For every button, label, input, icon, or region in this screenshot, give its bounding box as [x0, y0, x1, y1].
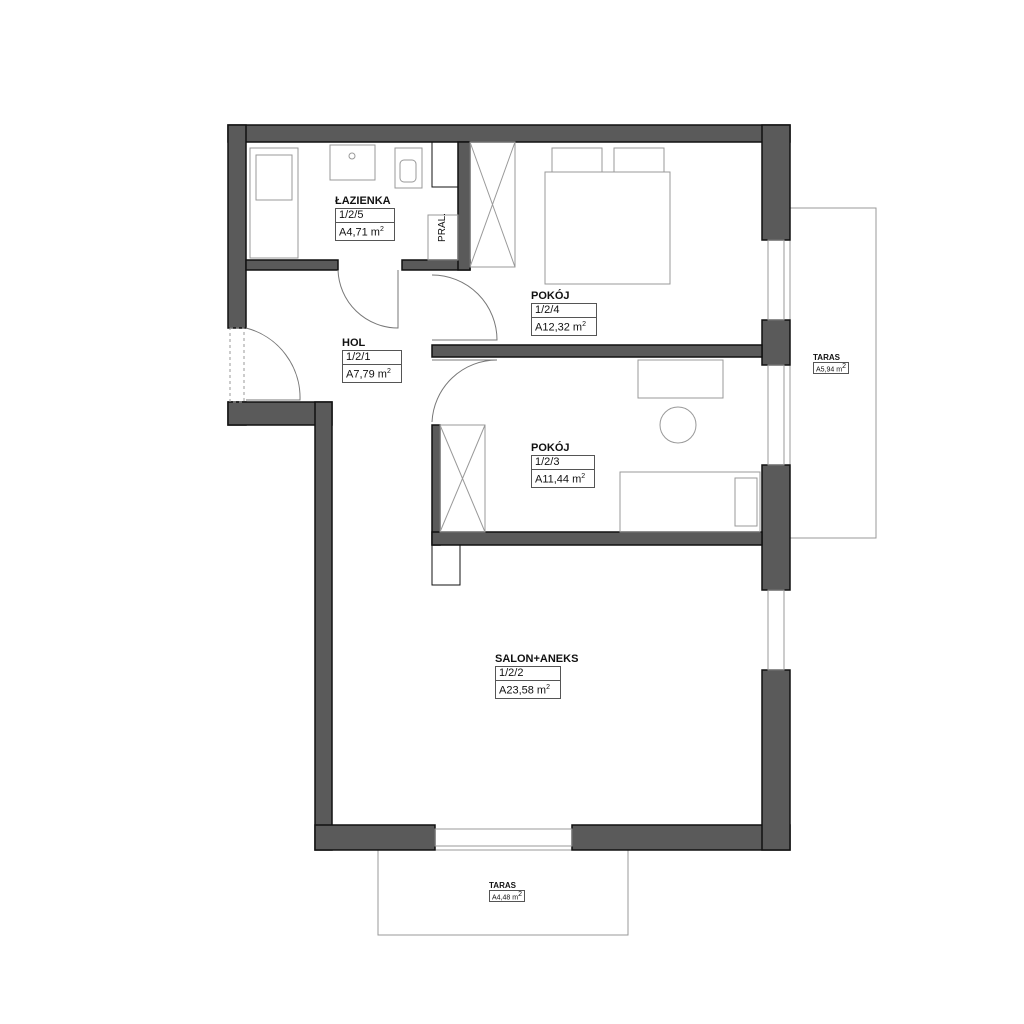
room-area: A23,58 m: [499, 684, 547, 697]
walls: [227, 124, 791, 851]
unit-sup: 2: [379, 226, 384, 233]
terrace-south: TARAS A4,48 m2: [489, 881, 525, 903]
unit-sup: 2: [386, 368, 391, 375]
unit-sup: 2: [582, 321, 586, 328]
room-area: A4,71 m: [339, 226, 380, 239]
room-area: A7,79 m: [346, 368, 387, 381]
doors: [245, 269, 498, 423]
room-number: 1/2/4: [535, 304, 560, 316]
room-name: SALON+ANEKS: [495, 653, 579, 665]
terrace-south-outline: [377, 849, 629, 936]
unit-sup: 2: [581, 473, 586, 480]
room-area: A12,32 m: [535, 321, 583, 334]
room-number: 1/2/3: [535, 456, 560, 468]
room-name: POKÓJ: [531, 290, 570, 302]
washer-label: PRAL.: [436, 213, 448, 242]
terrace-name: TARAS: [813, 353, 840, 362]
terrace-name: TARAS: [489, 881, 516, 890]
windows: [229, 239, 785, 847]
furniture: [249, 141, 761, 586]
unit-sup: 2: [546, 684, 550, 691]
room-area: A11,44 m: [535, 473, 582, 486]
terrace-east: TARAS A5,94 m2: [813, 353, 849, 375]
room-name: ŁAZIENKA: [335, 195, 391, 207]
room-number: 1/2/1: [346, 351, 371, 363]
room-number: 1/2/2: [499, 667, 524, 679]
terrace-east-outline: [789, 207, 877, 539]
terrace-area: A5,94 m: [816, 366, 843, 374]
room-name: POKÓJ: [531, 442, 570, 454]
room-name: HOL: [342, 337, 366, 349]
unit-sup: 2: [842, 363, 846, 370]
room-number: 1/2/5: [339, 209, 364, 221]
terrace-area: A4,48 m: [492, 894, 519, 902]
unit-sup: 2: [518, 891, 522, 898]
